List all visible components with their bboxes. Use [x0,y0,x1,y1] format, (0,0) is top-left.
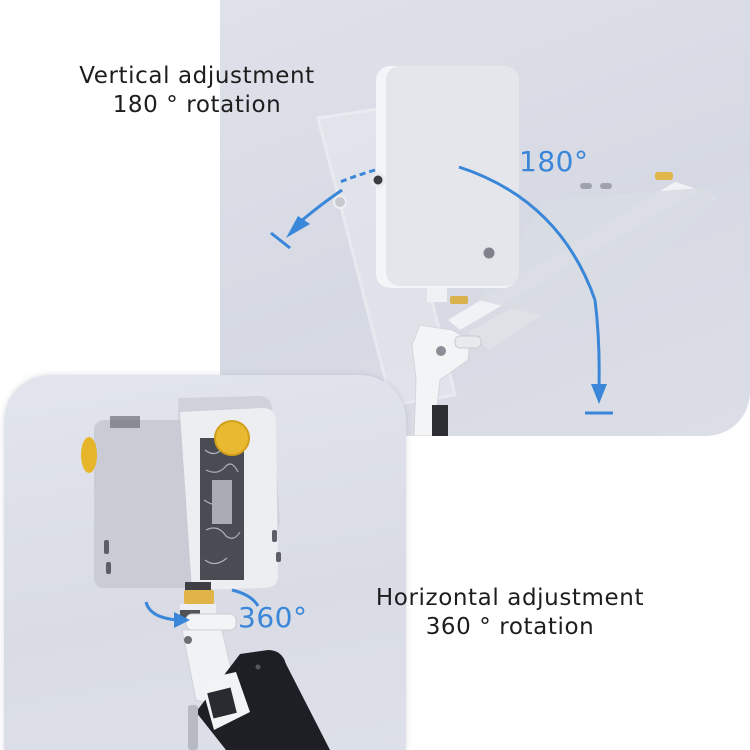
light-horizontal-rotation-illustration [81,396,330,750]
stand-mount [411,288,482,436]
caption-subtitle: 360 ° rotation [425,614,595,640]
curved-arrow-left-icon [299,188,343,224]
upright-light-panel [370,66,519,288]
horizontal-adjustment-photo: 360° [4,375,406,750]
rotated-light-body [81,408,281,590]
angle-label-180: 180° [519,145,589,178]
tilted-light-right [448,172,716,350]
caption-subtitle: 180 ° rotation [112,92,282,118]
rotate-arrow-icon [144,588,260,622]
angle-label-360: 360° [238,601,308,634]
curved-arrow-down-icon [591,384,607,404]
caption-title: Vertical adjustment [79,63,315,89]
vertical-adjustment-photo: 180° [220,0,750,436]
phone [188,650,330,750]
caption-title: Horizontal adjustment [375,585,645,611]
rotation-arrows [270,165,613,415]
vertical-adjustment-caption: Vertical adjustment 180 ° rotation [38,62,356,120]
light-vertical-rotation-illustration [270,66,716,436]
horizontal-adjustment-caption: Horizontal adjustment 360 ° rotation [340,584,680,642]
